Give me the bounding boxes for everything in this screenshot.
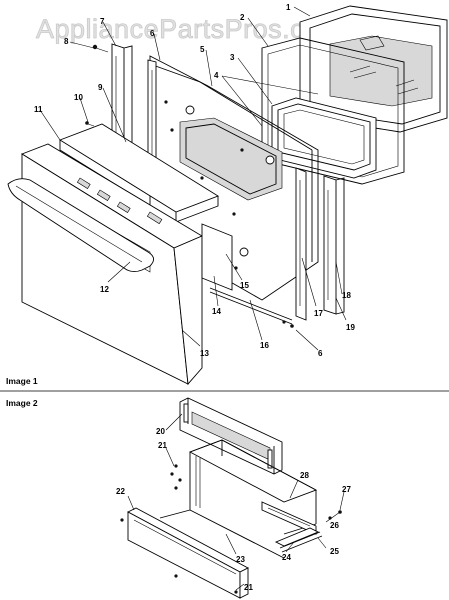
callout-7: 7 <box>100 17 105 26</box>
callout-1: 1 <box>286 3 291 12</box>
leaders-image-1 <box>39 6 347 351</box>
callout-23: 23 <box>236 555 245 564</box>
callout-25: 25 <box>330 547 339 556</box>
callout-6b: 6 <box>318 349 323 358</box>
callout-13: 13 <box>200 349 209 358</box>
callout-4: 4 <box>214 71 219 80</box>
callouts-image-1: 1 2 3 4 5 6 7 8 9 10 11 12 13 14 15 16 1… <box>34 3 355 358</box>
callout-16: 16 <box>260 341 269 350</box>
drawer-assembly-drawing <box>120 397 342 599</box>
callout-14: 14 <box>212 307 221 316</box>
watermark: AppliancePartsPros.com <box>36 14 343 44</box>
callout-20: 20 <box>156 427 165 436</box>
callout-28: 28 <box>300 471 309 480</box>
section-label-image-1: Image 1 <box>6 376 38 386</box>
leaders-image-2 <box>127 413 345 591</box>
callout-8: 8 <box>64 37 69 46</box>
callout-2: 2 <box>240 13 245 22</box>
callout-9: 9 <box>98 83 103 92</box>
part-22-drawer-front <box>127 507 249 599</box>
callout-24: 24 <box>282 553 291 562</box>
door-assembly-drawing <box>7 5 448 386</box>
callout-21: 21 <box>158 441 167 450</box>
callout-27: 27 <box>342 485 351 494</box>
callout-19: 19 <box>346 323 355 332</box>
part-1-outer-frame <box>299 5 448 133</box>
part-12-door-handle <box>7 178 154 273</box>
callout-6: 6 <box>150 29 155 38</box>
part-20-back-panel <box>179 397 283 475</box>
screws-image-2 <box>120 464 342 594</box>
part-17-right-channel <box>295 167 307 321</box>
callout-12: 12 <box>100 285 109 294</box>
callout-11: 11 <box>34 105 43 114</box>
part-3-glass-pack <box>271 97 377 179</box>
callout-17: 17 <box>314 309 323 318</box>
callout-18: 18 <box>342 291 351 300</box>
callout-3: 3 <box>230 53 235 62</box>
callout-10: 10 <box>74 93 83 102</box>
callout-22: 22 <box>116 487 125 496</box>
part-24-25-slides <box>274 527 323 553</box>
callout-26: 26 <box>330 521 339 530</box>
callout-15: 15 <box>240 281 249 290</box>
callouts-image-2: 20 21 22 23 24 25 26 27 28 21 <box>116 427 351 592</box>
callout-5: 5 <box>200 45 205 54</box>
part-18-19-side-rail <box>323 175 345 315</box>
callout-21b: 21 <box>244 583 253 592</box>
section-label-image-2: Image 2 <box>6 398 38 408</box>
